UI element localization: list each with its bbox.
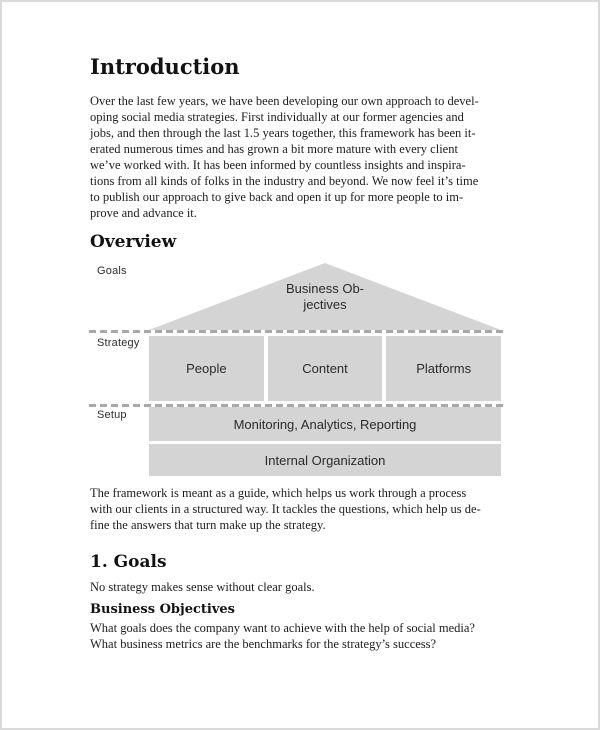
strategy-boxes-row: People Content Platforms (149, 336, 502, 401)
setup-box-internal-organization: Internal Organization (149, 444, 501, 476)
setup-box-monitoring-analytics-reporting: Monitoring, Analytics, Reporting (149, 407, 501, 441)
framework-diagram: Goals Business Ob- jectives Strategy Peo… (89, 257, 550, 479)
business-objectives-questions: What goals does the company want to achi… (90, 621, 475, 651)
overview-heading: Overview (90, 232, 177, 252)
business-objectives-triangle-label: Business Ob- jectives (285, 281, 365, 312)
strategy-box-platforms: Platforms (386, 336, 502, 401)
goals-triangle-shape (149, 263, 501, 330)
business-objectives-heading: Business Objectives (90, 602, 235, 617)
framework-paragraph: The framework is meant as a guide, which… (90, 486, 481, 532)
diagram-row-label-goals: Goals (97, 265, 127, 277)
page-title: Introduction (90, 54, 240, 79)
goals-paragraph: No strategy makes sense without clear go… (90, 580, 315, 594)
diagram-row-label-strategy: Strategy (97, 337, 140, 349)
diagram-row-label-setup: Setup (97, 409, 127, 421)
intro-paragraph: Over the last few years, we have been de… (90, 94, 479, 220)
goals-section-heading: 1. Goals (90, 552, 167, 572)
goals-strategy-divider (89, 330, 504, 333)
strategy-setup-divider (89, 404, 504, 407)
strategy-box-content: Content (267, 336, 383, 401)
strategy-box-people: People (149, 336, 264, 401)
